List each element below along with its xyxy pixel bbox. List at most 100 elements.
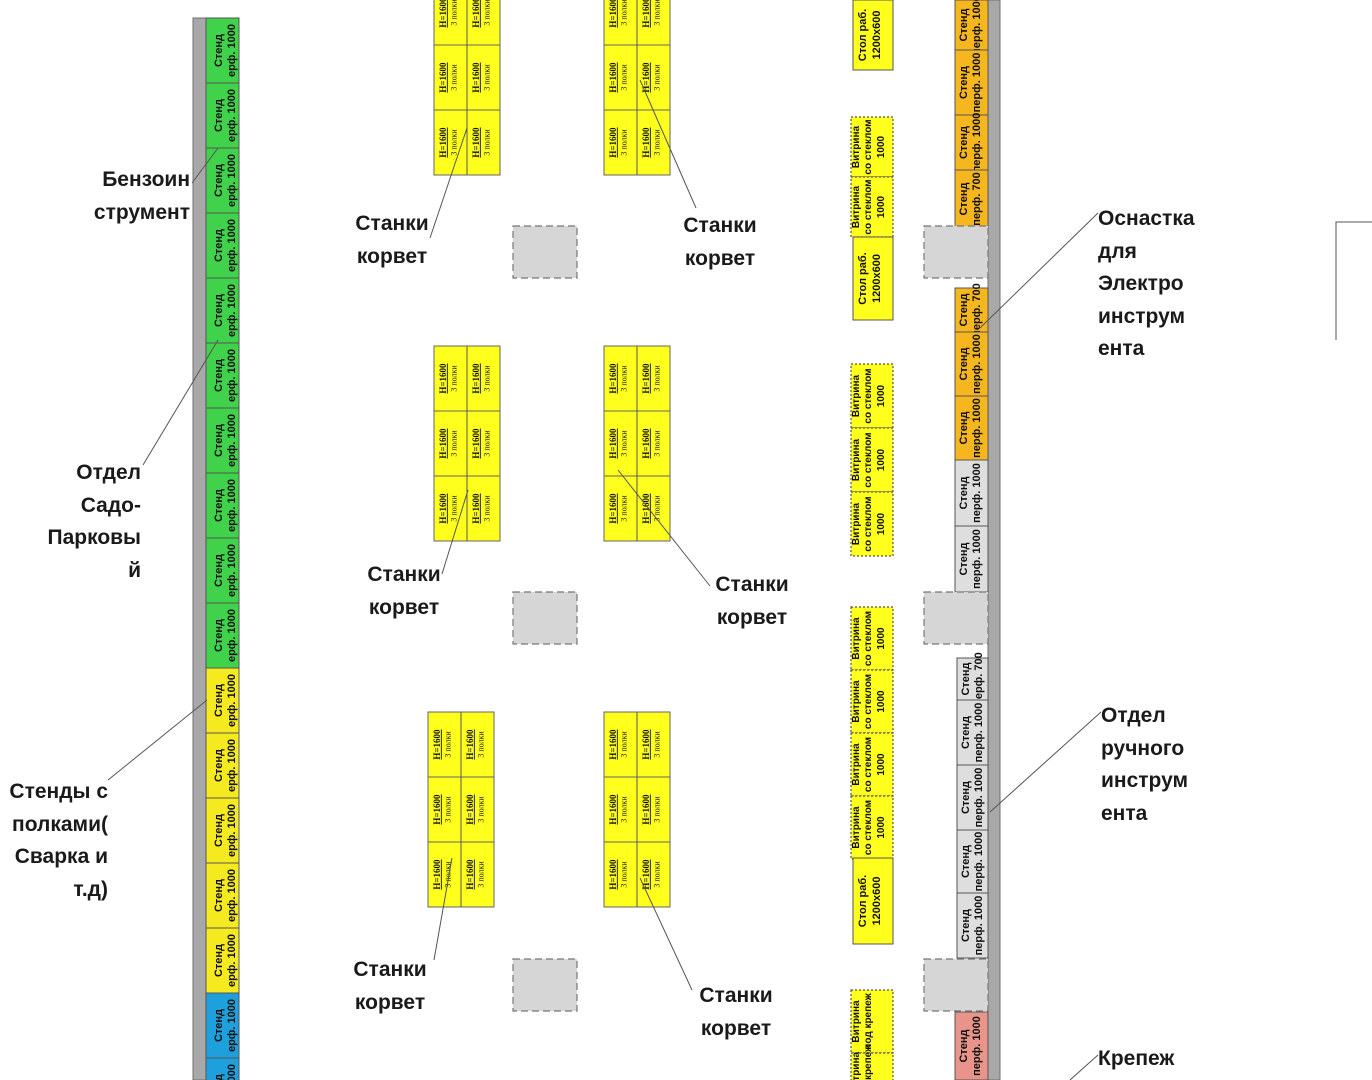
shelf-height-label: H=1600 xyxy=(438,493,448,524)
shelf-count-label: 3 полки xyxy=(619,731,628,758)
shelf-height-label: H=1600 xyxy=(471,493,481,524)
work-table xyxy=(852,857,894,945)
stand-size-label: ерф. 1000 xyxy=(226,414,238,467)
stand-size-label: перф. 1000 xyxy=(973,768,985,828)
stand-size-label: перф. 1000 xyxy=(973,896,985,956)
shelf-count-label: 3 полки xyxy=(482,0,491,26)
shelf-cell xyxy=(433,475,468,542)
stand-size-label: ерф. 1000 xyxy=(226,89,238,142)
showcase-type-label: со стеклом xyxy=(863,496,874,551)
showcase-type-label: со стеклом xyxy=(863,432,874,487)
showcase-label: Витрина xyxy=(851,1052,862,1080)
shelf-cell xyxy=(636,475,671,542)
shelf-count-label: 3 полки xyxy=(476,861,485,888)
shelf-height-label: H=1600 xyxy=(608,428,618,459)
shelf-count-label: 3 полки xyxy=(652,796,661,823)
shelf-height-label: H=1600 xyxy=(641,62,651,93)
stand-label: Стенд xyxy=(960,781,972,814)
showcase-length-label: 1000 xyxy=(876,627,887,650)
stand xyxy=(954,49,989,116)
stand-label: Стенд xyxy=(958,1029,970,1062)
stand-size-label: перф. 1000 xyxy=(971,113,983,173)
shelf-count-label: 3 полки xyxy=(482,64,491,91)
stand-label: Стенд xyxy=(213,1009,225,1042)
showcase xyxy=(850,795,894,860)
showcase-length-label: 1000 xyxy=(876,690,887,713)
stand-label: Стенд xyxy=(213,424,225,457)
leader-line xyxy=(433,857,453,961)
stand-size-label: ерф. 1000 xyxy=(226,24,238,77)
stand-label: Стенд xyxy=(958,126,970,159)
shelf-cell xyxy=(433,0,468,46)
shelf-height-label: H=1600 xyxy=(471,0,481,28)
shelf-height-label: H=1600 xyxy=(641,363,651,394)
shelf-height-label: H=1600 xyxy=(471,127,481,158)
stand-label: Стенд xyxy=(213,749,225,782)
showcase-label: Витрина xyxy=(851,439,862,482)
column xyxy=(923,225,989,279)
shelf-height-label: H=1600 xyxy=(641,127,651,158)
shelf-cell xyxy=(636,0,671,46)
stand-size-label: перф. 1000 xyxy=(971,463,983,523)
shelf-cell xyxy=(427,841,462,908)
shelf-count-label: 3 полки xyxy=(476,731,485,758)
stand xyxy=(205,472,240,539)
leader-line xyxy=(979,212,1099,329)
showcase xyxy=(850,116,894,178)
shelf-height-label: H=1600 xyxy=(641,0,651,28)
showcase-label: Витрина xyxy=(851,1000,862,1043)
showcase-length-label: 1000 xyxy=(876,195,887,218)
showcase-label: Витрина xyxy=(851,617,862,660)
shelf-cell xyxy=(603,44,638,111)
shelf-count-label: 3 полки xyxy=(482,129,491,156)
shelf-height-label: H=1600 xyxy=(641,794,651,825)
shelf-count-label: 3 полки xyxy=(619,129,628,156)
stand-label: Стенд xyxy=(958,347,970,380)
leader-line xyxy=(441,489,469,575)
stand-size-label: ерф. 1000 xyxy=(226,674,238,727)
shelf-cell xyxy=(603,711,638,778)
stand-label: Стенд xyxy=(213,99,225,132)
stand xyxy=(954,331,989,397)
shelf-height-label: H=1600 xyxy=(608,729,618,760)
stand-label: Стенд xyxy=(960,845,972,878)
showcase-label: Витрина xyxy=(851,680,862,723)
leader-line xyxy=(639,79,697,209)
shelf-count-label: 3 полки xyxy=(482,495,491,522)
stand-label: Стенд xyxy=(213,489,225,522)
shelf-height-label: H=1600 xyxy=(438,0,448,28)
shelf-count-label: 3 полки xyxy=(652,861,661,888)
column xyxy=(512,225,578,279)
shelf-count-label: 3 полки xyxy=(619,365,628,392)
stand xyxy=(205,147,240,214)
shelf-cell xyxy=(427,711,462,778)
stand xyxy=(205,342,240,409)
stand xyxy=(205,797,240,864)
stand xyxy=(205,277,240,344)
showcase-type-label: под крепеж xyxy=(863,1044,874,1080)
shelf-cell xyxy=(466,475,501,542)
leader-line xyxy=(429,127,468,239)
shelf-cell xyxy=(460,711,495,778)
stand xyxy=(954,395,989,461)
stand xyxy=(954,0,989,51)
stand-label: Стенд xyxy=(213,944,225,977)
column xyxy=(512,591,578,645)
column xyxy=(512,958,578,1012)
stand xyxy=(956,892,989,959)
table-size-label: 1200х600 xyxy=(871,11,883,60)
showcase xyxy=(850,176,894,238)
stand-size-label: ерф. 1000 xyxy=(226,999,238,1052)
stand-size-label: перф. 1000 xyxy=(971,334,983,394)
showcase-type-label: со стеклом xyxy=(863,119,874,174)
shelf-count-label: 3 полки xyxy=(482,430,491,457)
stand-label: Стенд xyxy=(213,684,225,717)
stand xyxy=(205,407,240,474)
